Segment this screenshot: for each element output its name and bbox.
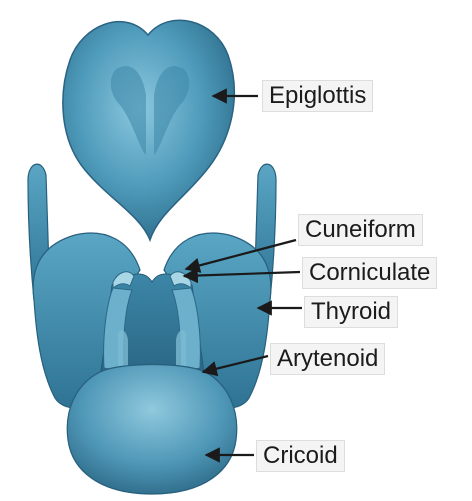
cricoid-cartilage: [67, 365, 237, 495]
epiglottis-cartilage: [63, 20, 234, 240]
epiglottis-label: Epiglottis: [262, 80, 373, 112]
cricoid-label: Cricoid: [256, 440, 345, 472]
arytenoid-label: Arytenoid: [270, 343, 385, 375]
thyroid-label: Thyroid: [304, 296, 398, 328]
corniculate-label: Corniculate: [302, 257, 437, 289]
cuneiform-label: Cuneiform: [298, 214, 423, 246]
